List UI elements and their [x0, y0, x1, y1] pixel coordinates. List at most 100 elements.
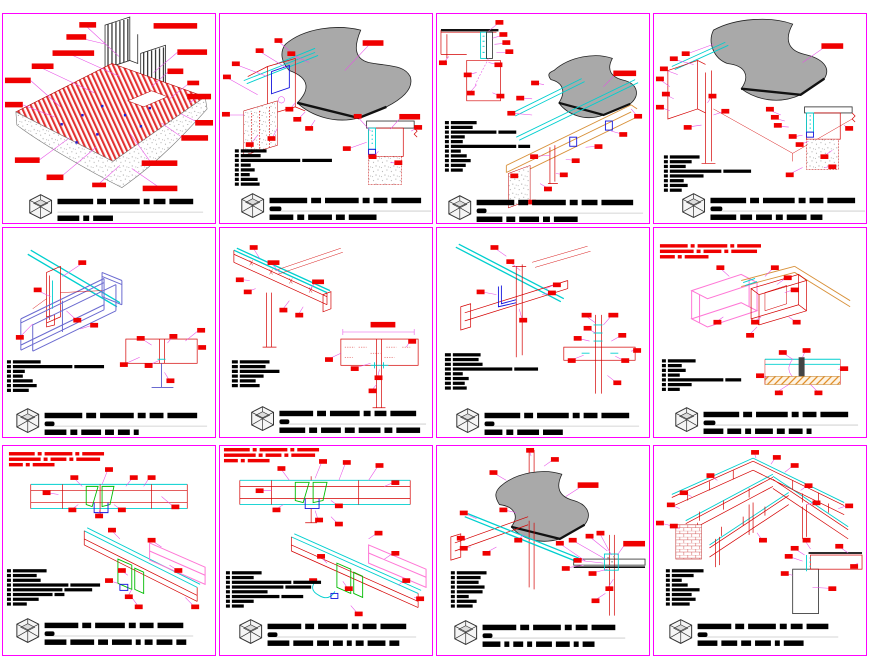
note-text-bar — [225, 575, 230, 580]
panel-slab-edge-corner-post — [219, 13, 433, 224]
title-text-bar — [476, 199, 515, 206]
note-text-bar — [671, 592, 692, 597]
note-text-bar — [452, 362, 483, 366]
subtitle-text-bar — [156, 639, 173, 645]
ref-label — [342, 146, 351, 151]
ref-label — [845, 126, 854, 131]
annotations — [221, 38, 432, 220]
ref-label — [495, 20, 504, 25]
stud-wall-panels — [104, 16, 166, 98]
title-text-bar — [269, 197, 308, 204]
ref-label — [169, 334, 178, 339]
joist — [460, 280, 569, 331]
note-text-bar — [452, 386, 467, 390]
note-text-bar — [6, 592, 11, 597]
subtitle-text-bar — [527, 641, 533, 647]
ref-label — [496, 93, 505, 99]
ref-label — [249, 245, 258, 250]
ref-label — [828, 164, 837, 170]
scale-note-bar — [267, 632, 278, 638]
note-text-bar — [669, 174, 704, 178]
note-text-bar — [514, 367, 539, 371]
ref-label — [596, 530, 605, 536]
note-text-bar — [450, 158, 471, 163]
ref-label — [144, 363, 153, 368]
scale-note-bar — [484, 421, 495, 427]
ref-label — [780, 571, 789, 576]
ref-label — [408, 339, 417, 344]
subtitle-text-bar — [44, 639, 67, 645]
ref-label — [255, 48, 264, 53]
note-text-bar — [456, 575, 481, 580]
ref-label — [814, 390, 823, 396]
ref-label — [621, 358, 630, 363]
note-text-bar — [302, 158, 332, 163]
note-text-bar — [669, 164, 686, 169]
ref-label — [374, 530, 383, 536]
post — [262, 292, 277, 348]
ref-label — [153, 23, 198, 29]
note-text-bar — [231, 374, 238, 378]
subtitle-text-bar — [70, 639, 95, 645]
ref-label — [33, 287, 42, 293]
title-text-bar — [329, 410, 360, 417]
title-text-bar — [139, 622, 154, 629]
ref-label — [279, 307, 288, 313]
note-text-bar — [12, 592, 53, 597]
subtitle-text-bar — [70, 429, 78, 435]
floor-deck — [15, 63, 206, 162]
red-heading-bar — [703, 249, 722, 254]
note-text-bar — [231, 580, 292, 584]
red-heading-bar — [659, 244, 688, 248]
ref-label — [774, 390, 783, 396]
note-text-bar — [669, 160, 692, 164]
ref-label — [716, 265, 725, 271]
subtitle-text-bar — [98, 639, 109, 645]
note-text-bar — [240, 163, 251, 167]
title-text-bar — [373, 197, 388, 204]
note-text-bar — [667, 373, 680, 377]
title-text-bar — [520, 624, 530, 631]
title-text-bar — [533, 624, 561, 631]
subtitle-text-bar — [756, 214, 772, 220]
subtitle-text-bar — [536, 641, 552, 647]
note-text-bar — [671, 573, 694, 578]
annotations — [444, 245, 642, 435]
stud — [512, 264, 527, 358]
ref-label — [141, 160, 178, 166]
annotations — [438, 20, 644, 222]
ref-label — [751, 450, 760, 455]
title-text-bar — [762, 197, 795, 204]
ref-label — [788, 134, 797, 139]
note-text-bar — [444, 376, 451, 381]
title-text-bar — [750, 197, 760, 204]
ref-label — [828, 586, 837, 591]
note-text-bar — [6, 573, 11, 578]
ref-label — [721, 108, 730, 114]
ref-label — [287, 51, 296, 57]
note-text-bar — [665, 569, 670, 573]
note-text-bar — [225, 590, 230, 594]
subtitle-text-bar — [740, 214, 753, 220]
note-text-bar — [12, 583, 69, 587]
note-text-bar — [240, 158, 301, 163]
note-text-bar — [225, 580, 230, 584]
ref-label — [117, 507, 126, 513]
note-text-bar — [663, 164, 668, 169]
ref-label — [820, 154, 829, 159]
ref-label — [845, 503, 854, 509]
note-text-bar — [456, 604, 473, 608]
note-text-bar — [12, 374, 23, 378]
note-text-bar — [293, 580, 322, 584]
ref-label — [295, 312, 304, 318]
note-text-bar — [450, 590, 455, 594]
title-text-bar — [157, 622, 184, 629]
note-text-bar — [665, 602, 670, 606]
note-text-bar — [452, 376, 469, 381]
deck-opening — [127, 90, 169, 108]
note-text-bar — [444, 367, 451, 371]
red-heading-bar — [697, 244, 728, 248]
title-text-bar — [572, 412, 580, 419]
track — [233, 247, 331, 294]
ref-label — [756, 373, 764, 379]
